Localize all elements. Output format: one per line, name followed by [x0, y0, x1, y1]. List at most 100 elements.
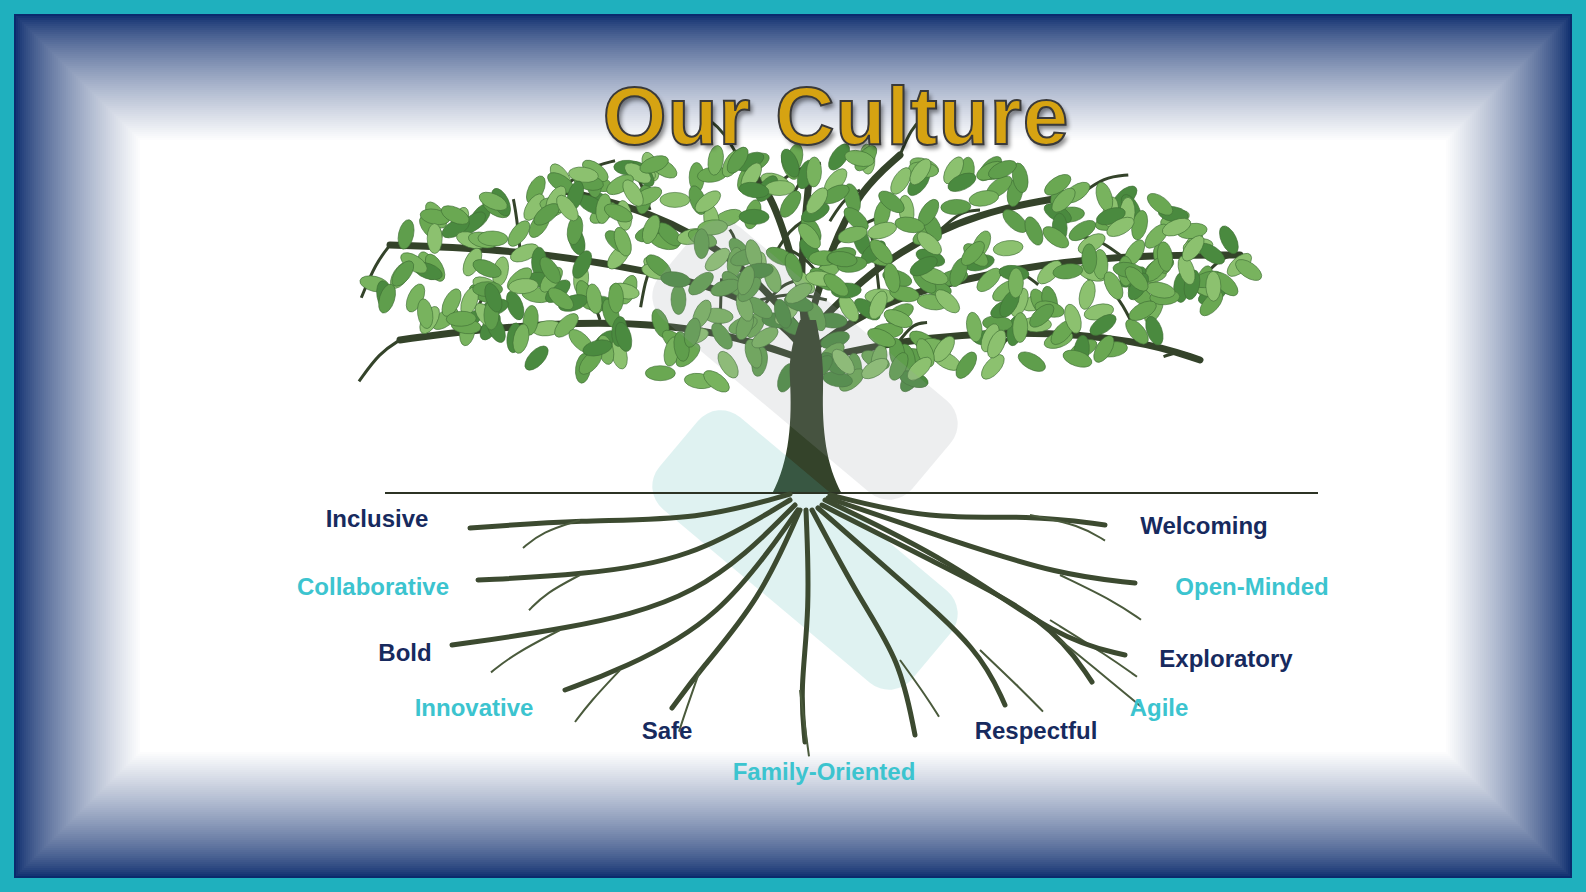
frame-band	[16, 16, 1570, 876]
root	[452, 505, 795, 645]
leaf	[866, 236, 897, 268]
leaf	[1052, 262, 1084, 281]
leaf	[446, 311, 477, 327]
leaf	[612, 320, 634, 353]
frame-band	[112, 112, 1474, 780]
frame-band	[48, 48, 1538, 844]
frame-band	[60, 60, 1526, 832]
frame-band	[64, 64, 1522, 828]
frame-band	[124, 124, 1462, 768]
leaf	[1061, 302, 1084, 335]
frame-band	[24, 24, 1562, 868]
value-label: Safe	[642, 717, 693, 745]
value-label: Agile	[1130, 694, 1189, 722]
tree	[358, 118, 1318, 756]
leaf	[427, 223, 442, 253]
frame-band	[58, 58, 1528, 834]
frame-band	[36, 36, 1550, 856]
root-hair	[575, 670, 620, 722]
leaf	[1061, 347, 1094, 371]
leaf	[826, 250, 858, 269]
frame-band	[132, 132, 1454, 760]
frame-band	[100, 100, 1486, 792]
leaf	[931, 286, 963, 317]
frame-band	[22, 22, 1564, 870]
leaf	[569, 248, 596, 282]
frame-band	[30, 30, 1556, 862]
leaf	[1144, 189, 1177, 219]
leaf	[1086, 310, 1119, 339]
root-hair	[980, 650, 1043, 712]
root	[828, 498, 1135, 583]
leaf	[544, 284, 577, 314]
leaf	[940, 199, 971, 215]
frame-band	[34, 34, 1552, 858]
leaf	[611, 225, 635, 258]
frame-band	[108, 108, 1478, 784]
frame-band	[116, 116, 1470, 776]
value-label: Family-Oriented	[733, 758, 916, 786]
frame-band	[128, 128, 1458, 764]
root-hair	[800, 690, 809, 756]
leaf	[957, 237, 988, 269]
frame-band	[134, 134, 1452, 758]
leaf	[510, 322, 531, 355]
leaf	[802, 184, 832, 217]
leaf	[765, 180, 795, 196]
value-label: Innovative	[415, 694, 534, 722]
leaf	[881, 262, 902, 295]
leaf	[1232, 255, 1265, 284]
root-hair	[529, 575, 580, 610]
root-hair	[491, 630, 560, 672]
leaf	[1142, 314, 1166, 347]
root-hair	[900, 660, 939, 717]
frame-band	[94, 94, 1492, 798]
leaf	[1206, 271, 1221, 301]
frame-band	[44, 44, 1542, 848]
leaf	[691, 187, 724, 217]
leaf	[1015, 348, 1049, 376]
leaf	[968, 188, 1000, 208]
frame-band	[88, 88, 1498, 804]
frame-band	[86, 86, 1500, 806]
leaf	[992, 239, 1024, 258]
frame-band	[82, 82, 1504, 810]
frame-band	[26, 26, 1560, 866]
leaf	[1039, 222, 1072, 252]
frame-band	[54, 54, 1532, 838]
leaf	[608, 283, 623, 313]
root	[830, 495, 1105, 525]
frame-band	[62, 62, 1524, 830]
frame-band	[118, 118, 1468, 774]
frame-band	[114, 114, 1472, 778]
frame-band	[42, 42, 1544, 850]
root	[470, 494, 790, 528]
leaf	[1012, 312, 1028, 342]
leaf	[1121, 263, 1152, 295]
leaf	[836, 223, 869, 245]
frame-band	[70, 70, 1516, 822]
leaf	[1008, 268, 1023, 298]
frame-band	[122, 122, 1464, 770]
frame-band	[80, 80, 1506, 812]
frame-band	[46, 46, 1540, 846]
frame-band	[98, 98, 1488, 794]
frame-band	[92, 92, 1494, 800]
frame-band	[104, 104, 1482, 788]
frame-band	[130, 130, 1456, 762]
root-hair	[1030, 515, 1105, 541]
leaf	[1160, 215, 1193, 240]
frame-band	[138, 138, 1448, 754]
frame-band	[38, 38, 1548, 854]
leaf	[1048, 184, 1080, 216]
leaf	[552, 192, 582, 225]
root	[478, 500, 790, 580]
leaf	[581, 337, 614, 359]
root-hair	[1060, 640, 1141, 706]
leaf	[388, 257, 418, 290]
frame-band	[32, 32, 1554, 860]
leaf	[1026, 300, 1058, 331]
title: Our Culture	[603, 69, 1070, 163]
leaf	[1178, 232, 1208, 265]
frame-band	[28, 28, 1558, 864]
